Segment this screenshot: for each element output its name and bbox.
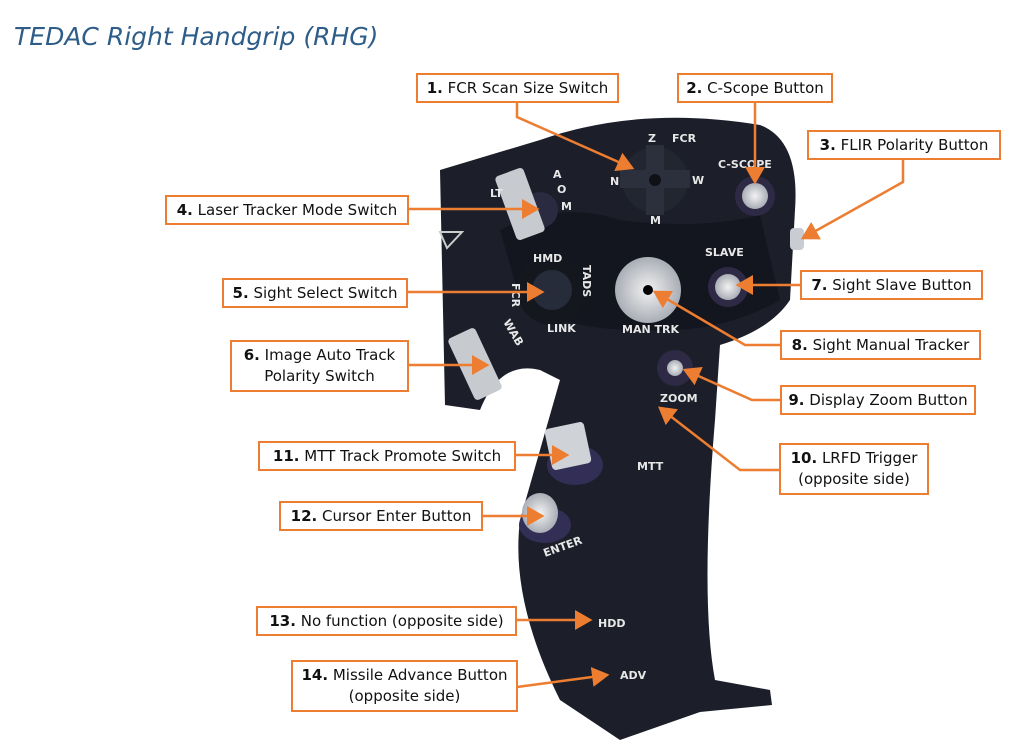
- grip-label: C-SCOPE: [718, 158, 772, 171]
- callout-text: Image Auto Track: [264, 346, 396, 364]
- mtt-switch: [544, 422, 592, 470]
- callout-text: 14.: [301, 666, 329, 684]
- grip-label: LT: [490, 187, 503, 200]
- callout-text: Sight Select Switch: [253, 284, 398, 302]
- callout-text: FCR Scan Size Switch: [447, 79, 609, 97]
- triangle-marker-icon: [438, 231, 465, 250]
- grip-label: HMD: [533, 252, 562, 265]
- callout-text: Sight Manual Tracker: [812, 336, 970, 354]
- callout-text: Polarity Switch: [264, 367, 375, 385]
- callout-text: Missile Advance Button: [332, 666, 508, 684]
- callout-7: 7. Sight Slave Button: [800, 270, 983, 300]
- grip-label: LINK: [547, 322, 576, 335]
- callout-text: 7.: [811, 276, 828, 294]
- callout-text: (opposite side): [798, 470, 910, 488]
- callout-14: 14. Missile Advance Button (opposite side…: [291, 660, 518, 712]
- callout-text: (opposite side): [348, 687, 461, 705]
- grip-label: MTT: [637, 460, 664, 473]
- callout-text: 11.: [272, 447, 300, 465]
- sight-select-switch: [532, 270, 572, 310]
- callout-text: 2.: [686, 79, 703, 97]
- grip-label: ZOOM: [660, 392, 698, 405]
- laser-tracker-wheel: [495, 168, 545, 240]
- callout-text: Display Zoom Button: [809, 391, 968, 409]
- grip-label: M: [650, 214, 661, 227]
- grip-label: FCR: [509, 283, 522, 308]
- callout-1: 1. FCR Scan Size Switch: [416, 73, 619, 103]
- callout-5: 5. Sight Select Switch: [222, 278, 408, 308]
- grip-label: ADV: [620, 669, 647, 682]
- grip-label: O: [557, 183, 566, 196]
- callout-text: 4.: [176, 201, 193, 219]
- callout-text: 13.: [269, 612, 296, 630]
- callout-4: 4. Laser Tracker Mode Switch: [165, 195, 409, 225]
- callout-9: 9. Display Zoom Button: [780, 385, 976, 415]
- callout-2: 2. C-Scope Button: [677, 73, 833, 103]
- callout-text: 9.: [788, 391, 805, 409]
- callout-text: 8.: [791, 336, 808, 354]
- callout-3: 3. FLIR Polarity Button: [807, 130, 1001, 160]
- grip-label: Z: [648, 132, 656, 145]
- leader-lines: [407, 102, 905, 689]
- callout-text: 10.: [790, 449, 818, 467]
- page-title: TEDAC Right Handgrip (RHG): [14, 22, 379, 51]
- callout-text: 5.: [232, 284, 249, 302]
- cursor-enter-button: [522, 493, 558, 533]
- callout-text: No function (opposite side): [300, 612, 504, 630]
- grip-label: FCR: [672, 132, 697, 145]
- grip-label: A: [553, 168, 562, 181]
- callout-text: 1.: [426, 79, 443, 97]
- callout-8: 8. Sight Manual Tracker: [780, 330, 981, 360]
- callout-text: MTT Track Promote Switch: [304, 447, 502, 465]
- callout-text: 12.: [290, 507, 318, 525]
- grip-label: M: [561, 200, 572, 213]
- grip-label: HDD: [598, 617, 625, 630]
- callout-13: 13. No function (opposite side): [256, 606, 517, 636]
- grip-label: MAN TRK: [622, 323, 679, 336]
- callout-text: FLIR Polarity Button: [840, 136, 989, 154]
- callout-text: 3.: [819, 136, 836, 154]
- grip-label: SLAVE: [705, 246, 744, 259]
- flir-polarity-button: [790, 228, 804, 250]
- callout-text: LRFD Trigger: [821, 449, 918, 467]
- callout-11: 11. MTT Track Promote Switch: [258, 441, 516, 471]
- callout-12: 12. Cursor Enter Button: [279, 501, 483, 531]
- grip-label: TADS: [580, 265, 593, 297]
- grip-label: N: [610, 175, 619, 188]
- grip-label: W: [692, 174, 704, 187]
- callout-text: Laser Tracker Mode Switch: [197, 201, 398, 219]
- callout-text: 6.: [243, 346, 260, 364]
- callout-text: Cursor Enter Button: [322, 507, 472, 525]
- callout-text: Sight Slave Button: [832, 276, 972, 294]
- callout-10: 10. LRFD Trigger (opposite side): [779, 443, 929, 495]
- callout-text: C-Scope Button: [707, 79, 824, 97]
